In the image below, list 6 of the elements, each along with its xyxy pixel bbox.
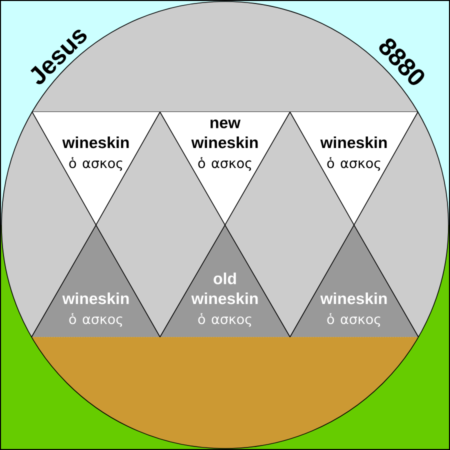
triangle: new wineskin ὁ ασκος xyxy=(160,112,290,226)
triangle: wineskin ὁ ασκος xyxy=(290,112,418,226)
triangle: wineskin ὁ ασκος xyxy=(32,112,160,226)
triangle: wineskin ὁ ασκος xyxy=(290,224,419,338)
triangle: wineskin ὁ ασκος xyxy=(31,224,160,338)
triangle: old wineskin ὁ ασκος xyxy=(160,224,290,338)
